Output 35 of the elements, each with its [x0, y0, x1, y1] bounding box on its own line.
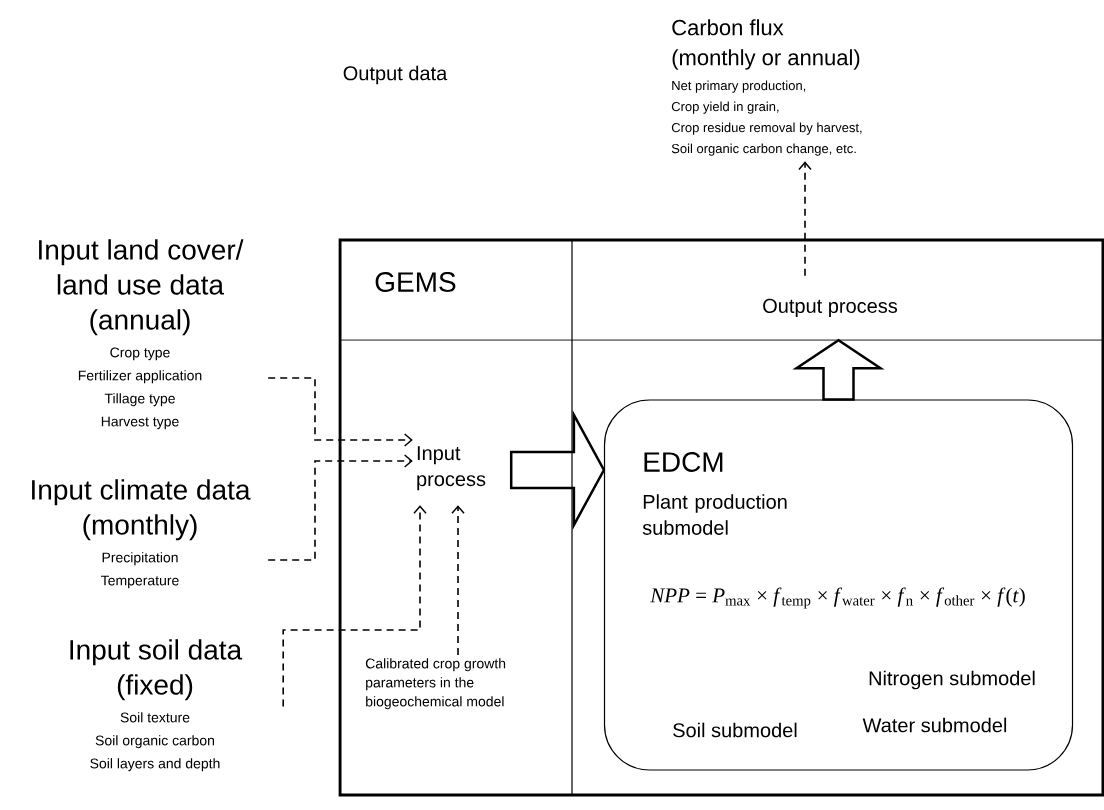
process-label: Output process: [763, 298, 898, 317]
input-list-item: Fertilizer application: [78, 370, 202, 384]
input-list-item: Crop type: [110, 347, 170, 361]
submodel-label: Soil submodel: [673, 722, 797, 738]
formula: NPP = P$_{max}$ × f$_{temp}$ × f$_{water}$ × f$_{n}$ × f$_{other}$ × f(t): [650, 587, 1025, 609]
input-list-item: Tillage type: [104, 393, 175, 407]
dashed-arrow: [267, 454, 413, 561]
input-list-item: Precipitation: [102, 552, 178, 566]
input-list-item: Soil layers and depth: [90, 758, 220, 772]
input-list-item: Harvest type: [101, 416, 179, 430]
model-title: GEMS: [375, 272, 456, 292]
input-list-item: Temperature: [101, 575, 179, 589]
output-list-item: Crop yield in grain,: [671, 101, 779, 114]
input-list-item: Soil organic carbon: [95, 735, 214, 749]
input-list-item: Soil texture: [120, 712, 190, 723]
block-arrow: [792, 338, 885, 401]
dashed-arrow: [798, 161, 812, 277]
output-list-item: Crop residue removal by harvest,: [671, 122, 862, 135]
submodel-label: Nitrogen submodel: [869, 670, 1035, 690]
process-label: Input process: [417, 446, 486, 491]
output-heading: Carbon flux (monthly or annual): [672, 19, 860, 70]
input-heading: Input climate data (monthly): [32, 479, 251, 541]
input-heading: Input land cover/ land use data (annual): [39, 239, 244, 336]
input-heading: Input soil data (fixed): [70, 639, 243, 701]
section-label: Output data: [343, 65, 448, 85]
dashed-arrow: [451, 505, 465, 656]
block-arrow: [509, 410, 606, 530]
submodel-label: Plant production submodel: [642, 494, 787, 535]
model-title: EDCM: [644, 452, 723, 472]
output-list-item: Net primary production,: [672, 80, 806, 93]
output-list-item: Soil organic carbon change, etc.: [671, 143, 856, 156]
dashed-arrow: [282, 505, 427, 708]
parameter-note: Calibrated crop growth parameters in the biogeochemical model: [365, 658, 506, 710]
submodel-label: Water submodel: [862, 717, 1007, 733]
dashed-arrow: [267, 377, 413, 447]
